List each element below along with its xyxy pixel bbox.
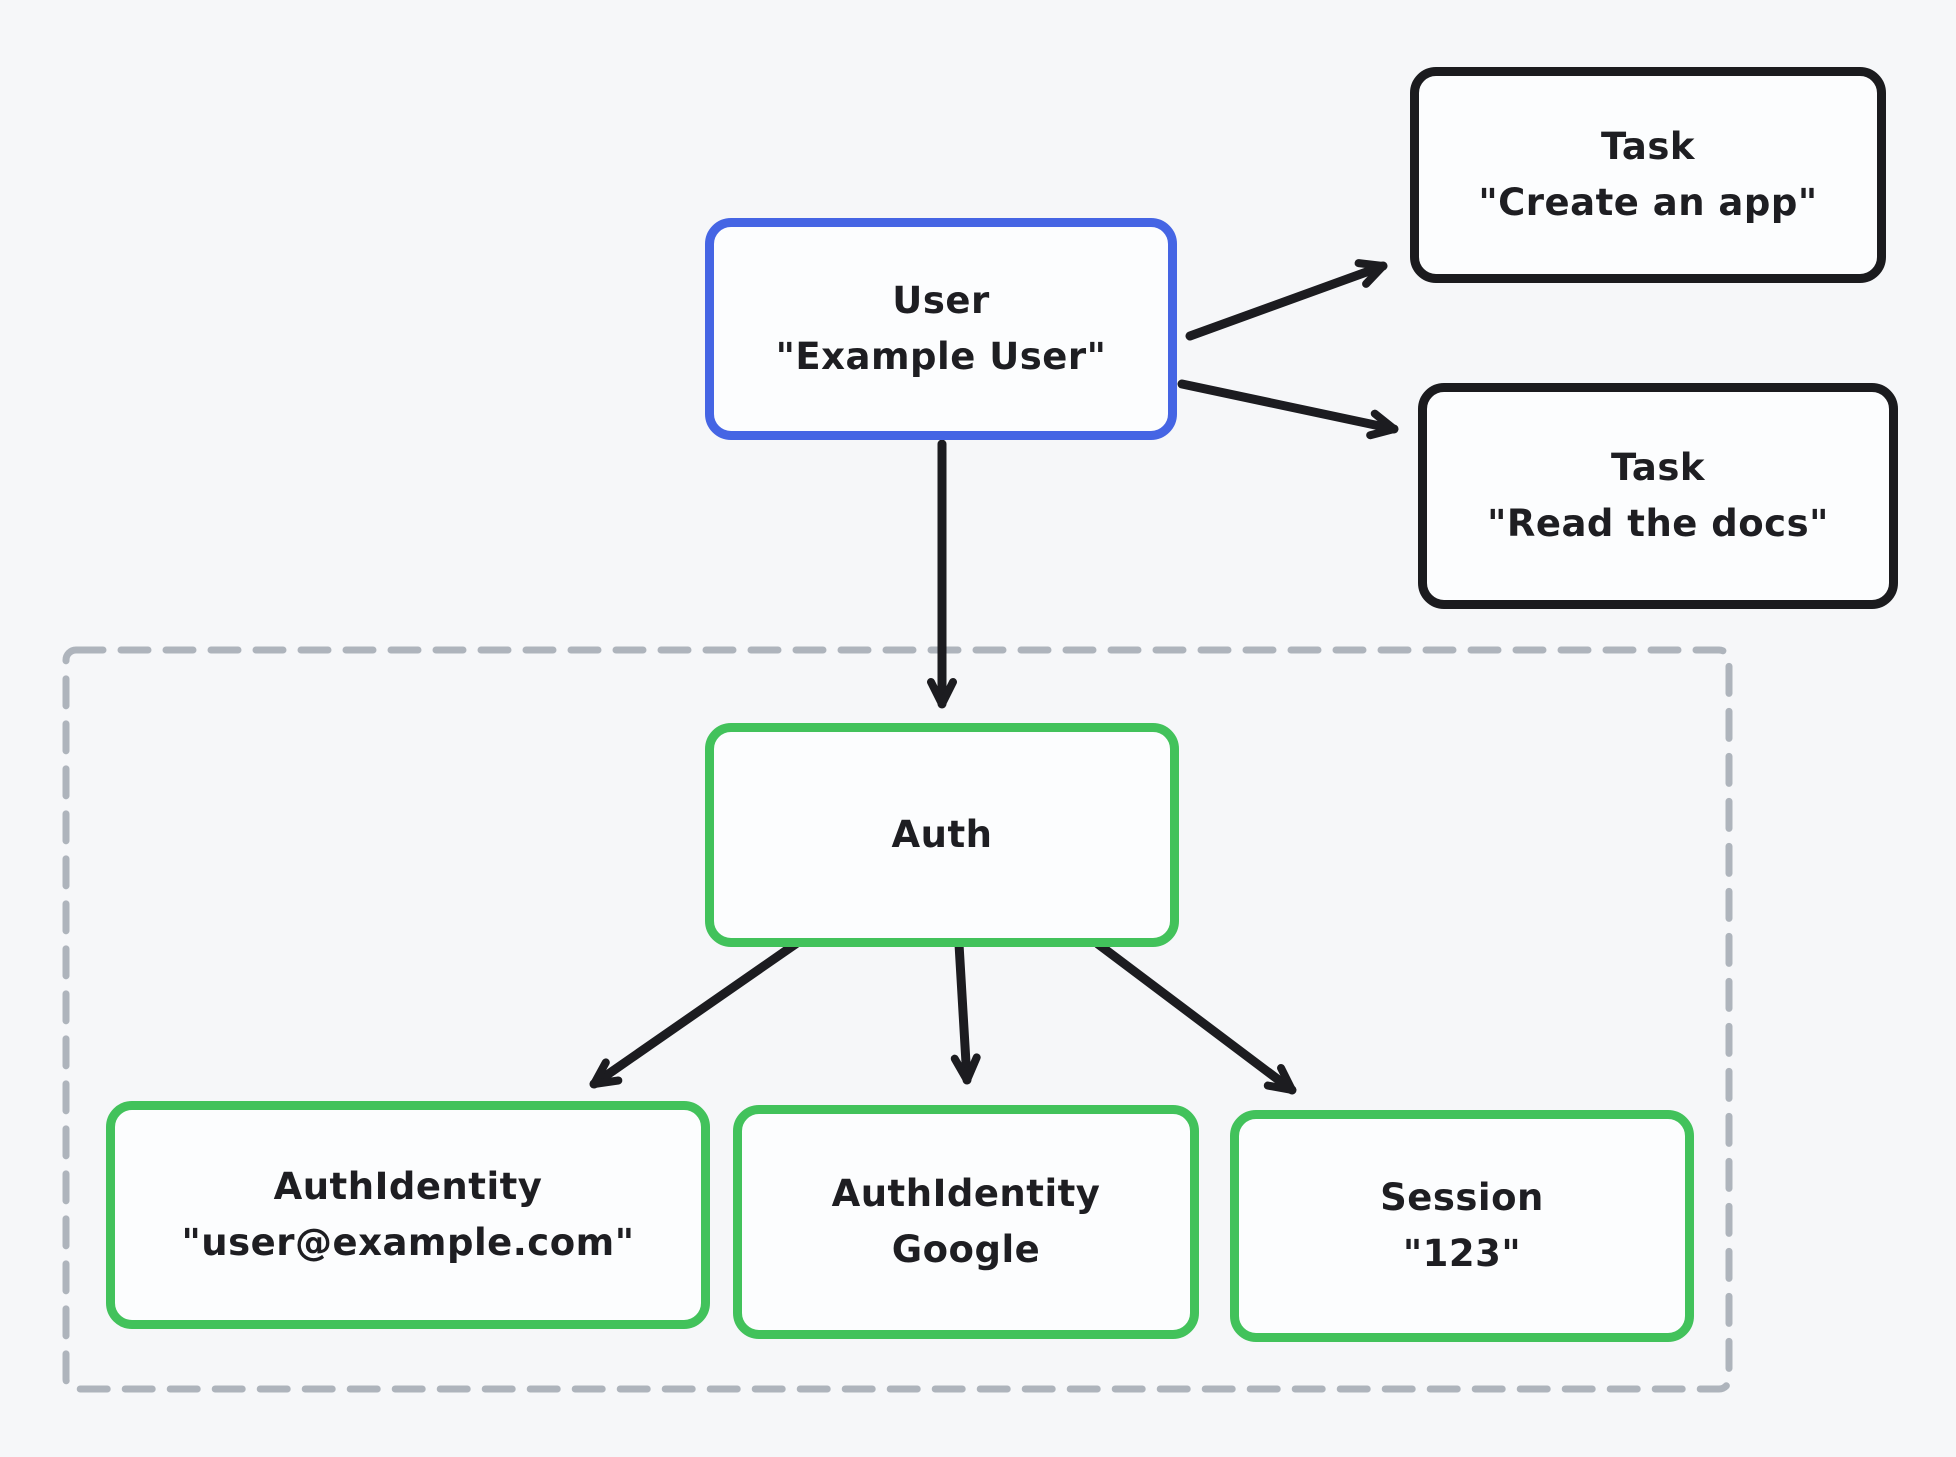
node-label-line: Task: [1600, 124, 1696, 168]
node-label-line: Task: [1610, 445, 1706, 489]
node-label-line: User: [892, 278, 990, 322]
node-label-line: "Create an app": [1478, 181, 1818, 224]
node-user: User "Example User": [705, 218, 1177, 440]
node-label-line: "Read the docs": [1487, 502, 1829, 545]
arrow-user-to-task-read: [1177, 379, 1399, 440]
node-label-line: AuthIdentity: [831, 1171, 1101, 1215]
arrow-auth-to-authidentity-google: [950, 939, 981, 1085]
arrow-user-to-task-create: [1185, 259, 1388, 341]
node-label-line: Auth: [891, 812, 993, 856]
arrow-auth-to-session: [1093, 939, 1297, 1095]
node-session: Session "123": [1230, 1110, 1694, 1342]
node-label-line: "user@example.com": [181, 1221, 635, 1264]
node-task-read-the-docs: Task "Read the docs": [1418, 383, 1898, 609]
node-authidentity-google: AuthIdentity Google: [733, 1105, 1199, 1339]
node-label-line: "123": [1402, 1232, 1522, 1275]
node-label-line: "Example User": [775, 335, 1107, 378]
node-label-line: AuthIdentity: [273, 1164, 543, 1208]
node-label-line: Session: [1380, 1175, 1544, 1219]
arrow-auth-to-authidentity-email: [589, 938, 802, 1089]
node-auth: Auth: [705, 723, 1179, 947]
node-task-create-an-app: Task "Create an app": [1410, 67, 1886, 283]
node-label-line: Google: [891, 1228, 1041, 1271]
node-authidentity-email: AuthIdentity "user@example.com": [106, 1101, 710, 1329]
